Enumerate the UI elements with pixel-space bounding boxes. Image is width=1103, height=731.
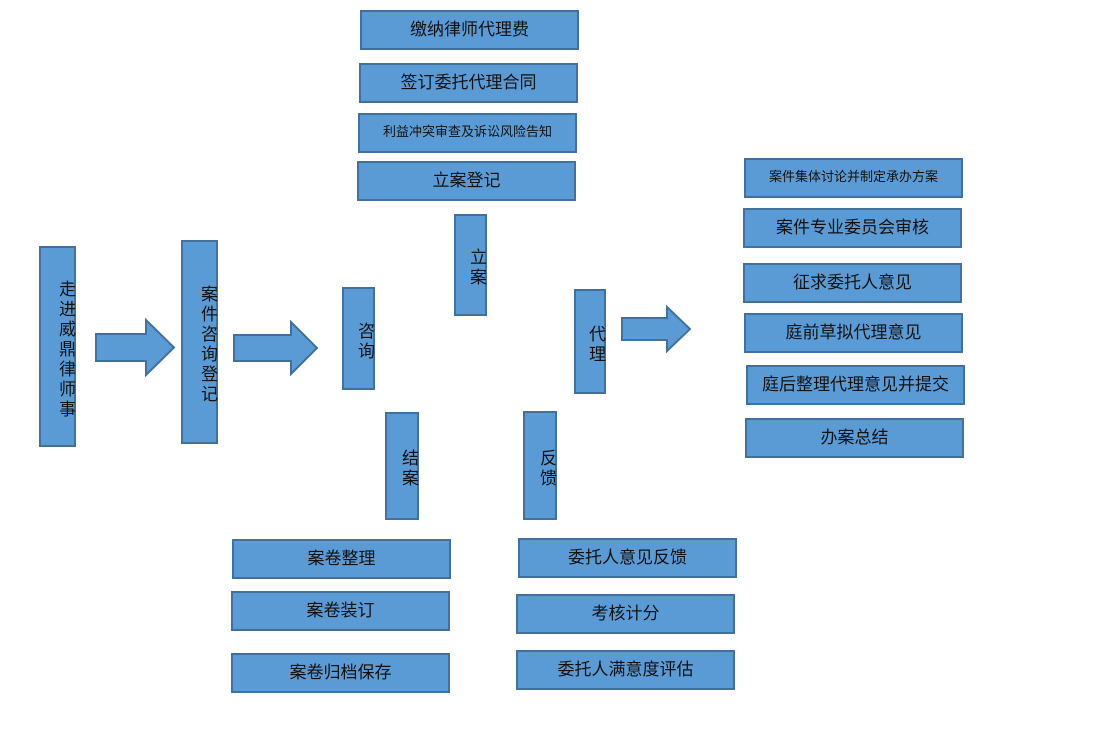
stage-closing: 结案 [385,412,419,520]
filing-step-registration: 立案登记 [357,161,576,201]
stage-start: 走进威鼎律师事 [39,246,76,447]
stage-consult-register: 案件咨询登记 [181,240,218,444]
feedback-step-scoring: 考核计分 [516,594,735,634]
agency-step-committee-review: 案件专业委员会审核 [743,208,962,248]
filing-step-sign-contract: 签订委托代理合同 [359,63,578,103]
filing-step-pay-fee: 缴纳律师代理费 [360,10,579,50]
closing-step-organize: 案卷整理 [232,539,451,579]
feedback-step-client-feedback: 委托人意见反馈 [518,538,737,578]
stage-consult: 咨询 [342,287,375,390]
agency-step-submit-opinion: 庭后整理代理意见并提交 [746,365,965,405]
arrow-right-icon [621,304,692,354]
stage-filing: 立案 [454,214,487,316]
stage-agency: 代理 [574,289,606,394]
agency-step-client-opinion: 征求委托人意见 [743,263,962,303]
filing-step-conflict-review: 利益冲突审查及诉讼风险告知 [358,113,577,153]
arrow-right-icon [233,319,319,377]
closing-step-bind: 案卷装订 [231,591,450,631]
agency-step-draft-opinion: 庭前草拟代理意见 [744,313,963,353]
arrow-right-icon [95,317,176,378]
closing-step-archive: 案卷归档保存 [231,653,450,693]
feedback-step-satisfaction: 委托人满意度评估 [516,650,735,690]
agency-step-discussion: 案件集体讨论并制定承办方案 [744,158,963,198]
agency-step-case-summary: 办案总结 [745,418,964,458]
stage-feedback: 反馈 [523,411,557,520]
